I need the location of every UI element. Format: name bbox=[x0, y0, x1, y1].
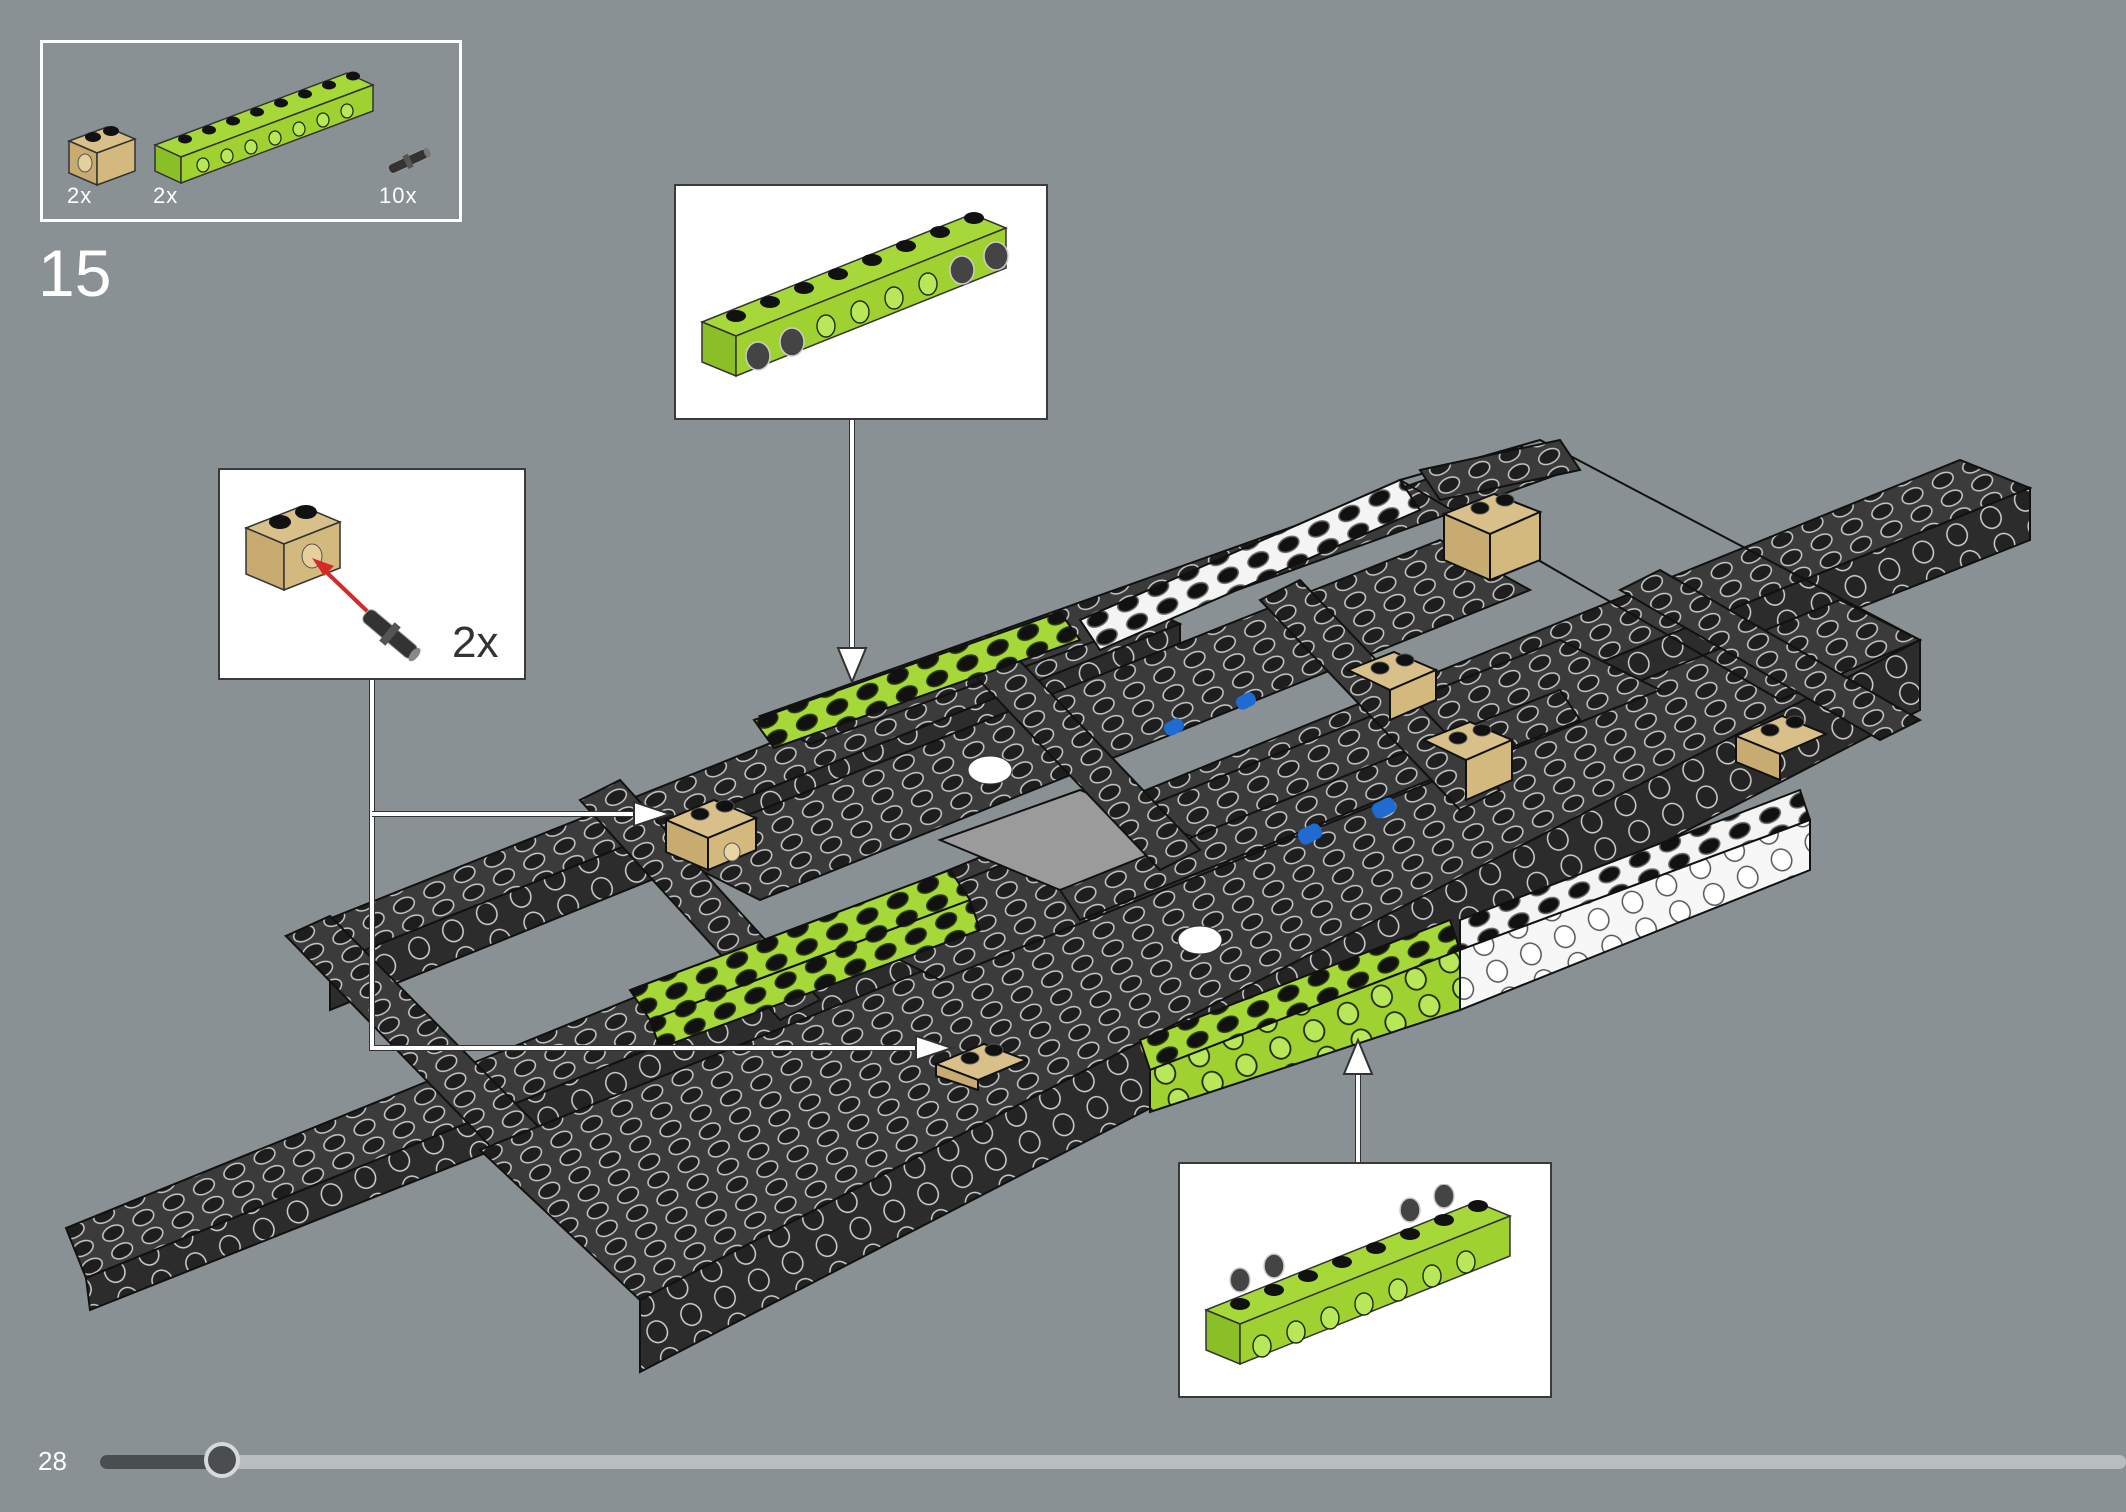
page-number: 28 bbox=[38, 1446, 67, 1476]
tan-brick-new-2 bbox=[933, 1042, 1029, 1092]
tan-brick-placed-3 bbox=[1421, 720, 1515, 802]
step-number: 15 bbox=[38, 236, 112, 310]
inner-grid bbox=[578, 538, 1923, 1022]
parts-list: 2x 2x 10x bbox=[40, 40, 462, 222]
lime-beam-with-pins-illustration bbox=[700, 212, 1009, 378]
tan-brick-part-icon bbox=[66, 126, 138, 187]
callout-arrows bbox=[369, 420, 1374, 1162]
tan-bricks bbox=[663, 492, 1829, 1092]
tan-brick-quantity: 2x bbox=[67, 183, 93, 208]
tan-brick-new-1 bbox=[663, 798, 759, 872]
callout-pin-insert: 2x bbox=[218, 468, 526, 680]
progress-knob[interactable] bbox=[204, 1442, 240, 1478]
callout-lime-beam-bottom bbox=[1178, 1162, 1552, 1398]
lime-beam-quantity: 2x bbox=[153, 183, 179, 208]
progress-track[interactable] bbox=[100, 1455, 2126, 1469]
lime-beam-part-icon bbox=[153, 71, 375, 185]
pin-insert-illustration bbox=[244, 505, 421, 662]
lime-beam-with-back-pins-illustration bbox=[1204, 1184, 1512, 1366]
progress-fill bbox=[100, 1455, 222, 1469]
friction-pin-part-icon bbox=[387, 147, 431, 175]
blue-pins bbox=[1163, 692, 1397, 845]
lime-beams bbox=[628, 610, 1462, 1114]
pin-insert-count: 2x bbox=[452, 618, 499, 667]
tan-brick-placed-1 bbox=[1441, 492, 1543, 582]
callout-lime-beam-top bbox=[674, 184, 1048, 420]
tan-brick-placed-2 bbox=[1345, 650, 1439, 722]
friction-pin-quantity: 10x bbox=[379, 183, 418, 208]
white-beams bbox=[967, 478, 1812, 1012]
tan-brick-placed-4 bbox=[1733, 714, 1829, 782]
